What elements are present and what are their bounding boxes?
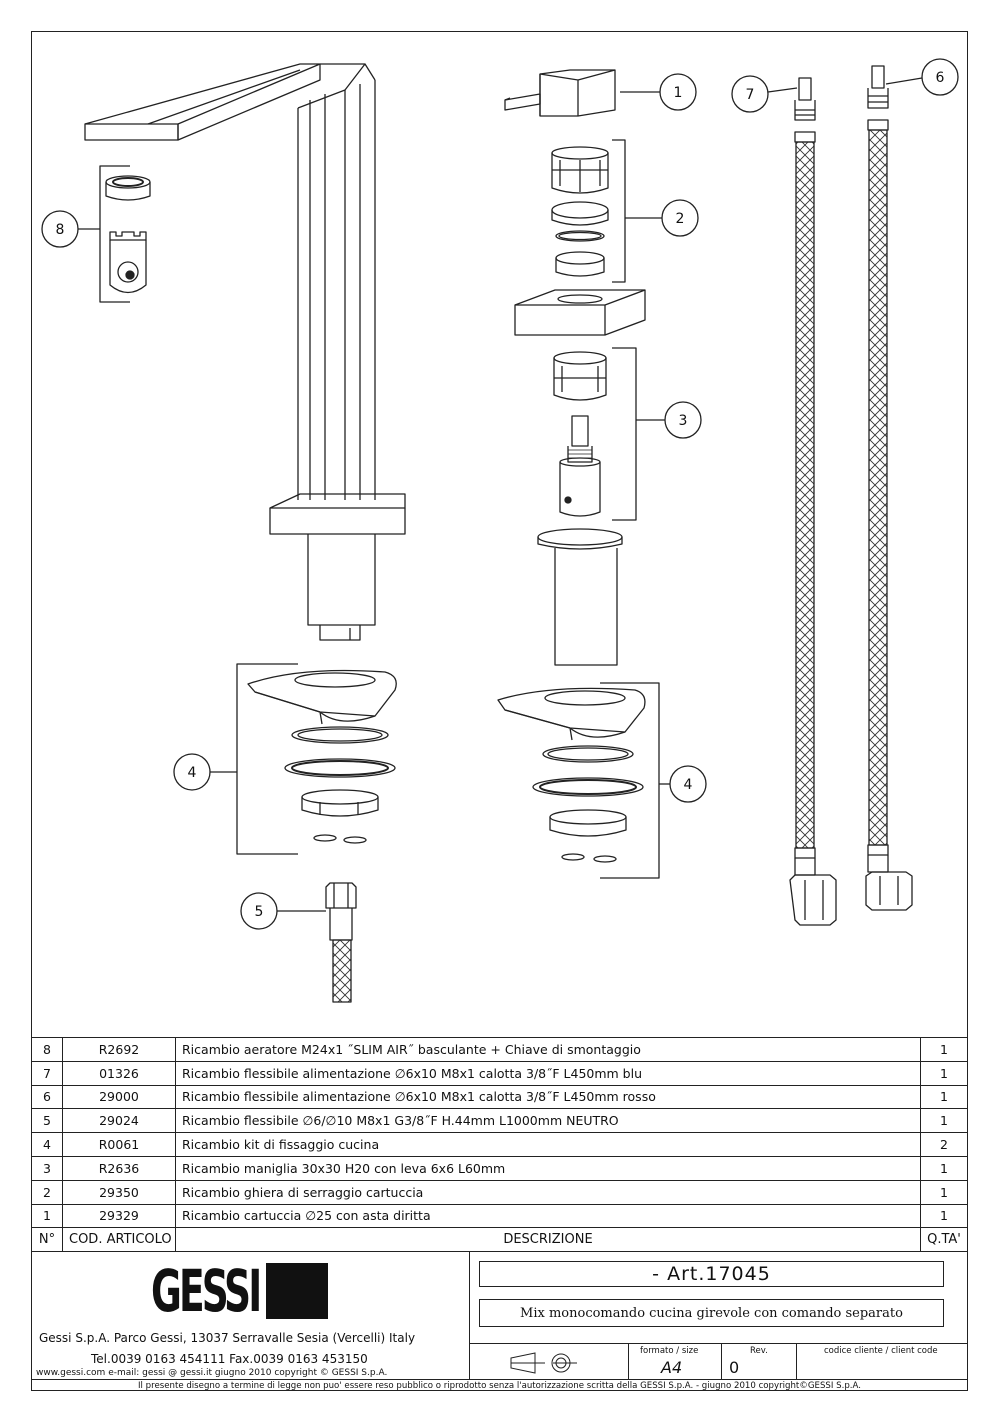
part-description: Ricambio flessibile alimentazione ∅6x10 …: [175, 1084, 921, 1110]
svg-text:7: 7: [746, 87, 755, 103]
quantity: 1: [920, 1179, 968, 1205]
header-quantity: Q.TA': [920, 1227, 968, 1253]
parts-table-header: N° COD. ARTICOLO DESCRIZIONE Q.TA': [31, 1227, 968, 1253]
part-description: Ricambio cartuccia ∅25 con asta diritta: [175, 1203, 921, 1229]
meta-divider-3: [796, 1343, 797, 1379]
part-description: Ricambio flessibile alimentazione ∅6x10 …: [175, 1060, 921, 1086]
parts-row: 2 29350 Ricambio ghiera di serraggio car…: [31, 1179, 968, 1205]
part-description: Ricambio kit di fissaggio cucina: [175, 1132, 921, 1157]
article-code: R2636: [62, 1155, 176, 1181]
flexible-hose-5: [325, 882, 357, 1003]
parts-row: 4 R0061 Ricambio kit di fissaggio cucina…: [31, 1132, 968, 1157]
quantity: 2: [920, 1132, 968, 1157]
quantity: 1: [920, 1108, 968, 1134]
company-address: Gessi S.p.A. Parco Gessi, 13037 Serraval…: [39, 1331, 416, 1345]
exploded-view-drawing: 1 2 3 4 4 5 6 7 8: [41, 58, 959, 1003]
svg-text:8: 8: [56, 222, 65, 238]
cartridge-ring-nut: [551, 139, 626, 283]
title-divider: [469, 1251, 470, 1379]
callout-1: 3: [636, 401, 702, 439]
format-label: formato / size: [640, 1346, 699, 1356]
parts-row: 8 R2692 Ricambio aeratore M24x1 ˝SLIM AI…: [31, 1037, 968, 1062]
parts-row: 7 01326 Ricambio flessibile alimentazion…: [31, 1060, 968, 1086]
article-code: 29350: [62, 1179, 176, 1205]
row-number: 5: [31, 1108, 63, 1134]
row-number: 3: [31, 1155, 63, 1181]
supply-hose-red: [865, 65, 913, 911]
client-code-label: codice cliente / client code: [824, 1346, 938, 1356]
parts-row: 3 R2636 Ricambio maniglia 30x30 H20 con …: [31, 1155, 968, 1181]
row-number: 2: [31, 1179, 63, 1205]
square-escutcheon: [514, 289, 646, 336]
callout-3: 1: [620, 73, 697, 111]
product-description: Mix monocomando cucina girevole con coma…: [479, 1299, 944, 1327]
row-number: 6: [31, 1084, 63, 1110]
parts-row: 6 29000 Ricambio flessibile alimentazion…: [31, 1084, 968, 1110]
header-number: N°: [31, 1227, 63, 1253]
part-description: Ricambio aeratore M24x1 ˝SLIM AIR˝ bascu…: [175, 1037, 921, 1062]
part-description: Ricambio ghiera di serraggio cartuccia: [175, 1179, 921, 1205]
header-code: COD. ARTICOLO: [62, 1227, 176, 1253]
fixing-kit-right: [497, 682, 660, 879]
callout-6: 6: [885, 58, 959, 96]
svg-text:5: 5: [255, 904, 264, 920]
quantity: 1: [920, 1155, 968, 1181]
row-number: 7: [31, 1060, 63, 1086]
rev-label: Rev.: [750, 1346, 768, 1356]
callout-5: 5: [240, 892, 326, 930]
company-phones: Tel.0039 0163 454111 Fax.0039 0163 45315…: [91, 1352, 368, 1366]
company-web: www.gessi.com e-mail: gessi @ gessi.it g…: [36, 1368, 388, 1378]
meta-top-line: [469, 1343, 968, 1344]
legal-footer: Il presente disegno a termine di legge n…: [31, 1379, 968, 1392]
row-number: 4: [31, 1132, 63, 1157]
gessi-logo: GESSI: [151, 1257, 262, 1325]
svg-text:2: 2: [676, 211, 685, 227]
format-value: A4: [661, 1358, 683, 1377]
parts-row: 5 29024 Ricambio flessibile ∅6/∅10 M8x1 …: [31, 1108, 968, 1134]
callout-7: 7: [731, 75, 798, 113]
quantity: 1: [920, 1060, 968, 1086]
article-code: 29000: [62, 1084, 176, 1110]
quantity: 1: [920, 1037, 968, 1062]
projection-symbol-icon: [510, 1352, 577, 1374]
mounting-cylinder: [537, 528, 623, 666]
row-number: 1: [31, 1203, 63, 1229]
aerator-assembly: [99, 165, 151, 303]
cartridge-assembly: [553, 347, 637, 521]
svg-text:6: 6: [936, 70, 945, 86]
fixing-kit-left: [236, 663, 397, 855]
logo-black-square: [266, 1263, 328, 1319]
meta-divider-2: [721, 1343, 722, 1379]
svg-text:1: 1: [674, 85, 683, 101]
quantity: 1: [920, 1084, 968, 1110]
supply-hose-blue: [789, 77, 837, 926]
part-description: Ricambio maniglia 30x30 H20 con leva 6x6…: [175, 1155, 921, 1181]
svg-text:4: 4: [684, 777, 693, 793]
spout-body: [84, 63, 406, 641]
svg-text:3: 3: [679, 413, 688, 429]
header-description: DESCRIZIONE: [175, 1227, 921, 1253]
callout-8: 8: [41, 210, 100, 248]
meta-divider-1: [628, 1343, 629, 1379]
callout-2: 2: [625, 199, 699, 237]
article-code: R2692: [62, 1037, 176, 1062]
article-number: - Art.17045: [479, 1261, 944, 1287]
title-block: GESSI Gessi S.p.A. Parco Gessi, 13037 Se…: [31, 1251, 968, 1379]
part-description: Ricambio flessibile ∅6/∅10 M8x1 G3/8˝F H…: [175, 1108, 921, 1134]
rev-value: 0: [729, 1358, 740, 1377]
callout-4-left: 4: [173, 753, 237, 791]
parts-row: 1 29329 Ricambio cartuccia ∅25 con asta …: [31, 1203, 968, 1229]
handle-lever: [504, 69, 616, 117]
article-code: 01326: [62, 1060, 176, 1086]
svg-text:4: 4: [188, 765, 197, 781]
article-code: R0061: [62, 1132, 176, 1157]
article-code: 29329: [62, 1203, 176, 1229]
drawing-sheet-border: [31, 31, 968, 1391]
quantity: 1: [920, 1203, 968, 1229]
article-code: 29024: [62, 1108, 176, 1134]
parts-table: 8 R2692 Ricambio aeratore M24x1 ˝SLIM AI…: [31, 1037, 968, 1253]
callout-4-right: 4: [659, 765, 707, 803]
row-number: 8: [31, 1037, 63, 1062]
